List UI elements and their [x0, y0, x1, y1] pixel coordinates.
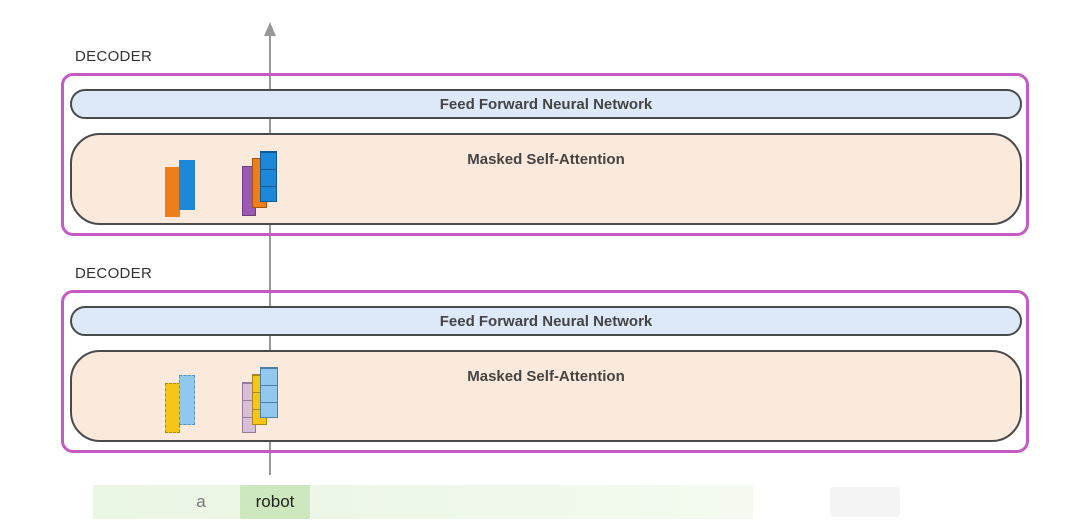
vector-blue-stack-top [260, 151, 277, 202]
vector-lightblue-bottom [179, 375, 195, 425]
ffnn-label-top: Feed Forward Neural Network [439, 95, 653, 113]
ffnn-layer-bottom: Feed Forward Neural Network [70, 306, 1022, 336]
vector-blue-top [179, 160, 195, 210]
decoder-block-bottom: Feed Forward Neural Network Masked Self-… [61, 290, 1029, 453]
decoder-label-top: DECODER [75, 48, 153, 65]
token-sequence-bar [93, 485, 753, 519]
token-current: robot [240, 485, 310, 519]
masked-self-attention-bottom: Masked Self-Attention [70, 350, 1022, 442]
decoder-block-top: Feed Forward Neural Network Masked Self-… [61, 73, 1029, 236]
vector-yellow-bottom [165, 383, 180, 433]
ffnn-label-bottom: Feed Forward Neural Network [439, 312, 653, 330]
attention-label-bottom: Masked Self-Attention [467, 368, 625, 385]
token-faded [100, 485, 160, 519]
token-a: a [196, 492, 206, 511]
decoder-label-bottom: DECODER [75, 265, 153, 282]
vector-lightblue-stack-bottom [260, 367, 278, 418]
vector-orange-top [165, 167, 180, 217]
ffnn-layer-top: Feed Forward Neural Network [70, 89, 1022, 119]
masked-self-attention-top: Masked Self-Attention [70, 133, 1022, 225]
attention-label-top: Masked Self-Attention [467, 151, 625, 168]
faded-placeholder-box [830, 487, 900, 517]
